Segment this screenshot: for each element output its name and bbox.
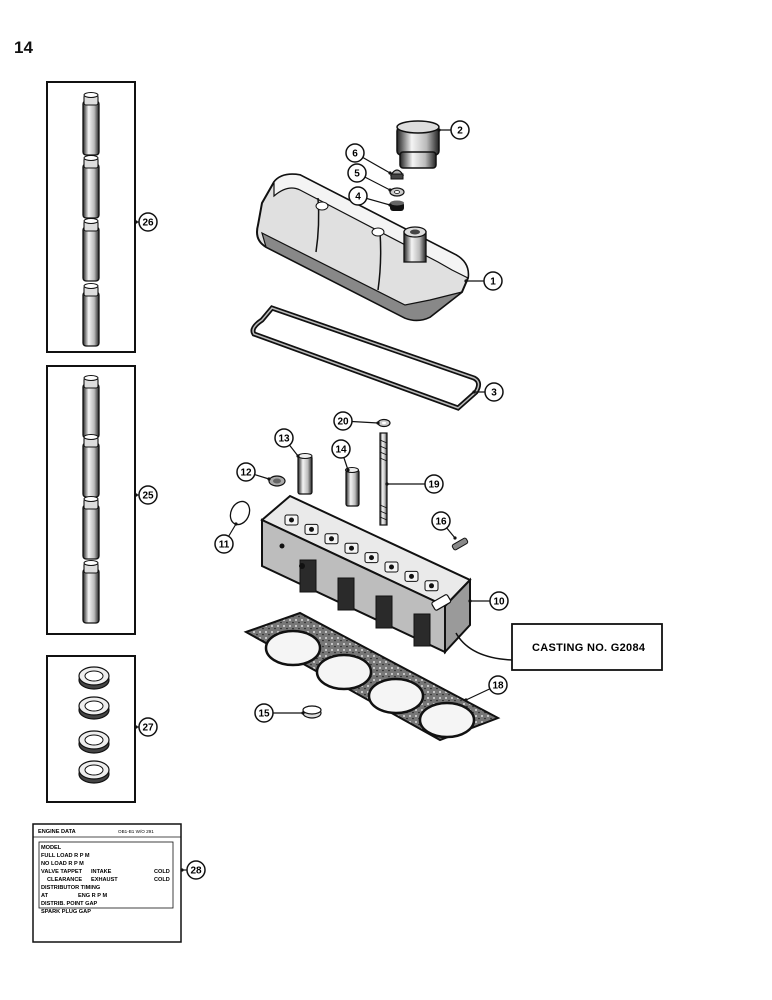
valve-guide bbox=[82, 375, 100, 439]
valve-guides-panel-26 bbox=[46, 81, 136, 353]
valve-guide bbox=[82, 155, 100, 219]
casting-callout: CASTING NO. G2084 bbox=[455, 623, 663, 671]
valve-guide bbox=[82, 218, 100, 282]
callout-number: 16 bbox=[435, 517, 447, 528]
plate-full-load: FULL LOAD R P M bbox=[41, 853, 90, 859]
plate-cold-exhaust: COLD bbox=[154, 877, 170, 883]
plate-cold-intake: COLD bbox=[154, 869, 170, 875]
callout-number: 10 bbox=[493, 597, 505, 608]
callout-19: 19 bbox=[385, 474, 444, 494]
callout-number: 19 bbox=[428, 480, 440, 491]
callout-number: 11 bbox=[219, 540, 230, 551]
callout-20: 20 bbox=[333, 411, 380, 431]
callout-4: 4 bbox=[348, 186, 392, 207]
oil-filler-cap bbox=[396, 120, 440, 169]
callout-number: 20 bbox=[337, 417, 349, 428]
valve-seat-insert bbox=[78, 666, 110, 690]
callout-12: 12 bbox=[236, 462, 271, 482]
callout-number: 1 bbox=[490, 277, 496, 288]
cylinder-bore bbox=[418, 701, 476, 739]
callout-number: 4 bbox=[355, 192, 361, 203]
callout-number: 5 bbox=[354, 169, 360, 180]
engine-data-plate: ENGINE DATA OB1-B1 W/O 291 MODEL FULL LO… bbox=[32, 823, 182, 943]
callout-3: 3 bbox=[472, 382, 504, 402]
valve-guide-14 bbox=[345, 467, 360, 507]
callout-number: 18 bbox=[492, 681, 504, 692]
callout-13: 13 bbox=[274, 428, 300, 458]
stud-washer bbox=[377, 418, 391, 428]
callout-number: 27 bbox=[142, 723, 154, 734]
valve-guide bbox=[82, 92, 100, 156]
callout-5: 5 bbox=[347, 163, 392, 192]
callout-number: 25 bbox=[142, 491, 154, 502]
cylinder-bore bbox=[264, 629, 322, 667]
valve-seat-insert bbox=[78, 760, 110, 784]
valve-guide bbox=[82, 434, 100, 498]
valve-seat-insert bbox=[78, 696, 110, 720]
plate-at: AT bbox=[41, 893, 49, 899]
plate-exhaust: EXHAUST bbox=[91, 877, 118, 883]
head-port bbox=[413, 613, 431, 647]
plate-intake: INTAKE bbox=[91, 869, 112, 875]
cylinder-bore bbox=[315, 653, 373, 691]
plate-no-load: NO LOAD R P M bbox=[41, 861, 84, 867]
expansion-plug-15 bbox=[302, 705, 322, 719]
callout-25: 25 bbox=[134, 485, 158, 505]
plate-subtitle: OB1-B1 W/O 291 bbox=[118, 829, 154, 834]
plate-plug-gap: SPARK PLUG GAP bbox=[41, 909, 91, 915]
cylinder-bore bbox=[367, 677, 425, 715]
callout-2: 2 bbox=[437, 120, 470, 140]
callout-1: 1 bbox=[464, 271, 503, 291]
casting-number-label: CASTING NO. G2084 bbox=[532, 642, 646, 654]
head-port bbox=[337, 577, 355, 611]
callout-28: 28 bbox=[180, 860, 206, 880]
callout-26: 26 bbox=[134, 212, 158, 232]
page-number: 14 bbox=[14, 38, 33, 57]
seat-inserts-panel-27 bbox=[46, 655, 136, 803]
callout-number: 15 bbox=[258, 709, 270, 720]
valve-seat-insert bbox=[78, 730, 110, 754]
acorn-nut bbox=[389, 169, 405, 180]
callout-27: 27 bbox=[134, 717, 158, 737]
callout-18: 18 bbox=[464, 675, 508, 702]
callout-14: 14 bbox=[331, 439, 351, 472]
grommet bbox=[390, 200, 404, 211]
plate-point-gap: DISTRIB. POINT GAP bbox=[41, 901, 98, 907]
plate-title: ENGINE DATA bbox=[38, 829, 76, 835]
plate-eng-rpm: ENG R P M bbox=[78, 893, 107, 899]
valve-guide bbox=[82, 496, 100, 560]
plate-distributor-timing: DISTRIBUTOR TIMING bbox=[41, 885, 100, 891]
callout-number: 13 bbox=[278, 434, 290, 445]
callout-15: 15 bbox=[254, 703, 305, 723]
expansion-plug-12 bbox=[268, 475, 286, 487]
callout-10: 10 bbox=[468, 591, 509, 611]
callout-number: 12 bbox=[240, 468, 252, 479]
head-stud bbox=[379, 432, 388, 526]
valve-guide-13 bbox=[297, 453, 313, 495]
callout-16: 16 bbox=[431, 511, 457, 540]
plate-clearance: CLEARANCE bbox=[47, 877, 82, 883]
plate-model: MODEL bbox=[41, 845, 62, 851]
callout-number: 28 bbox=[190, 866, 202, 877]
callout-number: 14 bbox=[335, 445, 347, 456]
valve-guide bbox=[82, 560, 100, 624]
callout-number: 26 bbox=[142, 218, 154, 229]
valve-cover bbox=[256, 173, 470, 322]
callout-11: 11 bbox=[214, 522, 238, 554]
dowel-pin-16 bbox=[451, 537, 469, 551]
callout-number: 6 bbox=[352, 149, 358, 160]
expansion-plug-11 bbox=[229, 500, 251, 526]
callout-number: 2 bbox=[457, 126, 463, 137]
valve-guides-panel-25 bbox=[46, 365, 136, 635]
callout-6: 6 bbox=[345, 143, 392, 175]
head-port bbox=[375, 595, 393, 629]
plate-valve-tappet: VALVE TAPPET bbox=[41, 869, 83, 875]
head-gasket bbox=[243, 611, 501, 742]
washer bbox=[389, 187, 405, 197]
callout-number: 3 bbox=[491, 388, 497, 399]
cylinder-head bbox=[260, 494, 472, 655]
valve-cover-gasket bbox=[250, 305, 482, 411]
valve-guide bbox=[82, 283, 100, 347]
